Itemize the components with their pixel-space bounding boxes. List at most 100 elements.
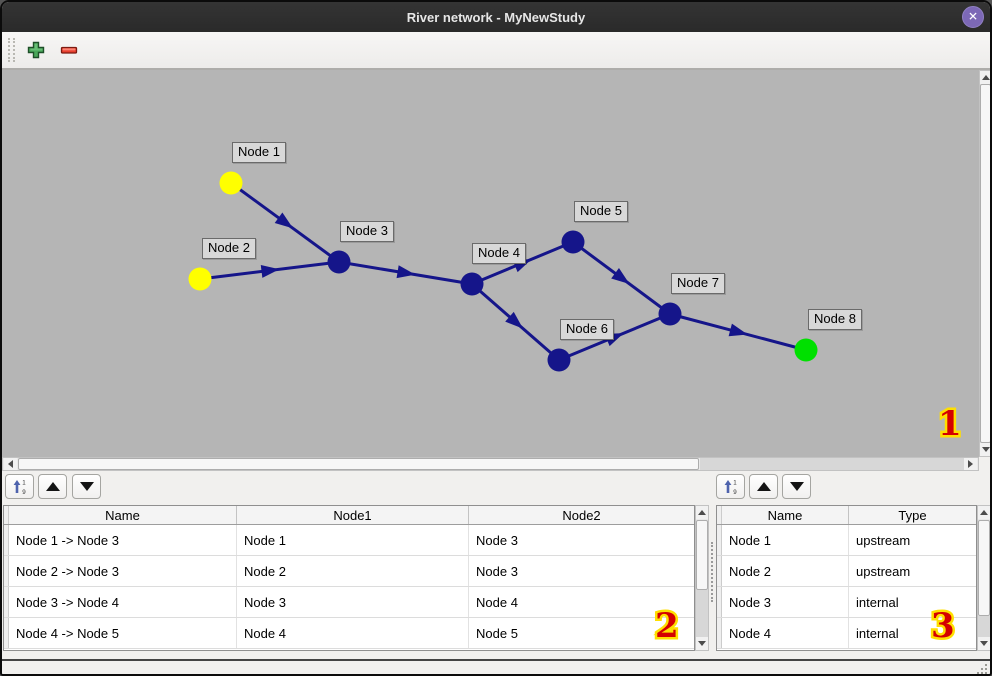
node-label-node-2[interactable]: Node 2 (202, 238, 256, 259)
svg-text:1: 1 (22, 479, 26, 486)
svg-text:1: 1 (733, 479, 737, 486)
node-node-4[interactable] (460, 272, 484, 296)
remove-node-button[interactable] (56, 37, 82, 63)
toolbar-grip-handle[interactable] (8, 38, 15, 62)
table-cell[interactable]: Node 4 (722, 618, 849, 648)
node-node-8[interactable] (794, 338, 818, 362)
node-row[interactable]: Node 4 internal (717, 618, 976, 649)
table-cell[interactable]: Node 3 (476, 563, 518, 579)
reaches-move-up-button[interactable] (38, 474, 67, 499)
table-cell[interactable]: Node 2 -> Node 3 (9, 556, 237, 586)
nodes-vscrollbar[interactable] (977, 505, 990, 651)
vscroll-thumb[interactable] (696, 520, 708, 590)
node-row[interactable]: Node 2 upstream (717, 556, 976, 587)
nodes-move-down-button[interactable] (782, 474, 811, 499)
node-node-1[interactable] (219, 171, 243, 195)
main-toolbar (2, 32, 990, 68)
row-header-stub (4, 618, 9, 648)
column-header-type[interactable]: Type (898, 507, 927, 523)
node-label-node-8[interactable]: Node 8 (808, 309, 862, 330)
header-stub (4, 506, 9, 524)
triangle-up-icon (981, 75, 990, 80)
reaches-sort-button[interactable]: 1 9 (5, 474, 34, 499)
edge-arrow-icon (728, 323, 748, 337)
node-node-7[interactable] (658, 302, 682, 326)
svg-text:9: 9 (733, 489, 737, 495)
nodes-sort-button[interactable]: 1 9 (716, 474, 745, 499)
node-row[interactable]: Node 3 internal (717, 587, 976, 618)
reaches-move-down-button[interactable] (72, 474, 101, 499)
node-label-node-6[interactable]: Node 6 (560, 319, 614, 340)
table-cell[interactable]: Node 3 -> Node 4 (9, 587, 237, 617)
resize-grip[interactable] (975, 664, 987, 674)
table-cell[interactable]: upstream (856, 532, 911, 548)
node-label-node-1[interactable]: Node 1 (232, 142, 286, 163)
header-stub (717, 506, 722, 524)
scroll-up-button[interactable] (978, 506, 990, 519)
vscroll-thumb[interactable] (978, 520, 990, 616)
hscroll-thumb[interactable] (18, 458, 699, 470)
canvas-hscrollbar[interactable] (2, 457, 979, 471)
node-node-2[interactable] (188, 267, 212, 291)
table-cell[interactable]: Node 1 -> Node 3 (9, 525, 237, 555)
row-header-stub (717, 525, 722, 555)
titlebar[interactable]: River network - MyNewStudy ✕ (2, 2, 990, 32)
table-cell[interactable]: Node 1 (237, 525, 469, 555)
node-label-node-7[interactable]: Node 7 (671, 273, 725, 294)
vscroll-thumb[interactable] (980, 84, 990, 443)
node-label-node-4[interactable]: Node 4 (472, 243, 526, 264)
node-node-6[interactable] (547, 348, 571, 372)
hscroll-trough[interactable] (700, 458, 964, 470)
scroll-up-button[interactable] (696, 506, 708, 519)
column-header-node1[interactable]: Node1 (237, 506, 469, 524)
table-cell[interactable]: upstream (856, 563, 911, 579)
vscroll-trough[interactable] (978, 616, 990, 637)
node-node-5[interactable] (561, 230, 585, 254)
scroll-up-button[interactable] (980, 71, 990, 84)
column-header-name[interactable]: Name (9, 506, 237, 524)
node-row[interactable]: Node 1 upstream (717, 525, 976, 556)
table-cell[interactable]: Node 4 (476, 594, 518, 610)
scroll-down-button[interactable] (696, 637, 708, 650)
table-cell[interactable]: Node 2 (237, 556, 469, 586)
nodes-move-up-button[interactable] (749, 474, 778, 499)
row-header-stub (4, 525, 9, 555)
scroll-down-button[interactable] (978, 637, 990, 650)
scroll-down-button[interactable] (980, 443, 990, 456)
triangle-down-icon (981, 447, 990, 452)
node-label-node-5[interactable]: Node 5 (574, 201, 628, 222)
table-cell[interactable]: Node 4 (237, 618, 469, 648)
table-cell[interactable]: internal (856, 594, 899, 610)
node-node-3[interactable] (327, 250, 351, 274)
scroll-right-button[interactable] (964, 458, 977, 470)
row-header-stub (717, 556, 722, 586)
statusbar (2, 661, 990, 674)
vscroll-trough[interactable] (696, 590, 708, 637)
table-cell[interactable]: Node 2 (722, 556, 849, 586)
node-label-node-3[interactable]: Node 3 (340, 221, 394, 242)
canvas-vscrollbar[interactable] (979, 70, 990, 457)
table-cell[interactable]: Node 3 (237, 587, 469, 617)
add-node-button[interactable] (23, 37, 49, 63)
table-cell[interactable]: Node 3 (722, 587, 849, 617)
table-cell[interactable]: Node 1 (722, 525, 849, 555)
close-button[interactable]: ✕ (962, 6, 984, 28)
reaches-vscrollbar[interactable] (695, 505, 709, 651)
river-network-canvas[interactable]: Node 1 Node 2 Node 3 Node 4 Node 5 Node 6 Node… (2, 70, 979, 457)
row-header-stub (4, 587, 9, 617)
column-header-name[interactable]: Name (722, 506, 849, 524)
table-cell[interactable]: Node 4 -> Node 5 (9, 618, 237, 648)
row-header-stub (717, 618, 722, 648)
table-cell[interactable]: Node 5 (476, 625, 518, 641)
column-header-node2[interactable]: Node2 (562, 507, 601, 523)
table-cell[interactable]: internal (856, 625, 899, 641)
scroll-left-button[interactable] (4, 458, 17, 470)
table-cell[interactable]: Node 3 (476, 532, 518, 548)
